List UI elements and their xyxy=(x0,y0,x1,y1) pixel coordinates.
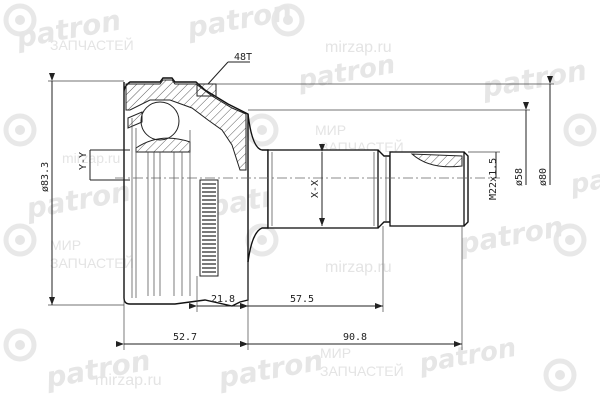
diameter-80-value: ø80 xyxy=(538,168,549,186)
watermark-site: mirzap.ru xyxy=(95,372,162,389)
watermark-ru-line2: ЗАПЧАСТЕЙ xyxy=(50,254,134,271)
dimension-90-8: 90.8 xyxy=(240,332,462,347)
section-x-x: X-X xyxy=(310,144,325,226)
watermark-brand: patron xyxy=(479,53,589,104)
dimension-diameter-80: ø80 xyxy=(216,76,554,186)
callout-48t: 48T xyxy=(207,52,252,85)
watermark-brand: patron xyxy=(456,210,566,261)
watermark-brand: patron xyxy=(567,154,600,201)
watermark-ru-line1: МИР xyxy=(315,122,346,138)
watermark-brand: patron xyxy=(295,50,397,97)
section-x-label: X-X xyxy=(310,180,321,198)
dimension-52-7: 52.7 xyxy=(116,332,248,347)
section-y-label: Y-Y xyxy=(78,152,89,170)
dimension-diameter-58: ø58 xyxy=(248,102,530,186)
watermark-brand: patron xyxy=(416,333,518,380)
outer-diameter-value: ø83.3 xyxy=(40,162,51,192)
watermark-ru-line2: ЗАПЧАСТЕЙ xyxy=(50,36,134,53)
cv-joint-outline xyxy=(115,77,500,307)
section-y-y: Y-Y xyxy=(78,149,130,181)
watermark-ru-line1: МИР xyxy=(320,345,351,361)
len-abs-ring-value: 21.8 xyxy=(211,294,235,305)
diameter-58-value: ø58 xyxy=(514,168,525,186)
thread-value: M22x1.5 xyxy=(488,158,499,200)
watermark-brand: patron xyxy=(184,0,294,45)
watermark-site: mirzap.ru xyxy=(325,259,392,276)
dimension-thread: M22x1.5 xyxy=(468,151,500,200)
watermark-site: mirzap.ru xyxy=(325,39,392,56)
watermark-ru-line2: ЗАПЧАСТЕЙ xyxy=(320,362,404,379)
teeth-count-label: 48T xyxy=(234,52,252,63)
watermark-brand: patron xyxy=(215,344,325,395)
dimension-21-8: 21.8 xyxy=(189,294,248,309)
watermark-site: mirzap.ru xyxy=(62,150,120,166)
watermark-ru-line1: МИР xyxy=(50,237,81,253)
dimension-outer-diameter: ø83.3 xyxy=(40,73,124,306)
map-pin-icon xyxy=(3,3,597,392)
len-housing-value: 52.7 xyxy=(173,332,197,343)
len-shaft-value: 57.5 xyxy=(290,294,314,305)
len-total-shaft-value: 90.8 xyxy=(343,332,367,343)
dimension-57-5: 57.5 xyxy=(240,294,383,309)
